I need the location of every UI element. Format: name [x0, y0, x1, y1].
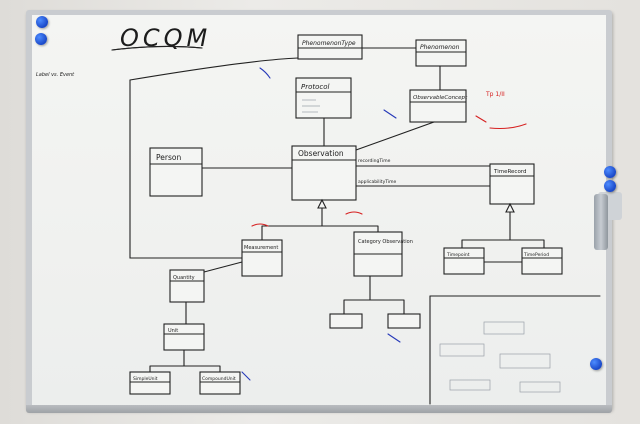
magnet-right-2 — [604, 180, 616, 192]
svg-text:Unit: Unit — [168, 328, 178, 334]
class-quantity: Quantity — [169, 269, 205, 303]
svg-text:Timepoint: Timepoint — [446, 252, 470, 258]
ghost-diagram — [429, 295, 601, 405]
class-category-observation: Category Observation — [353, 231, 413, 277]
class-phenomenon-type: PhenomenonType — [297, 34, 363, 60]
class-category-sub-1 — [329, 313, 363, 329]
class-protocol: Protocol — [295, 77, 352, 119]
whiteboard-eraser — [594, 194, 608, 250]
svg-text:Protocol: Protocol — [301, 83, 330, 91]
class-measurement: Measurement — [241, 239, 283, 277]
class-compound-unit: CompoundUnit — [199, 371, 241, 395]
svg-text:ObservableConcept: ObservableConcept — [413, 95, 468, 101]
left-note: Label vs. Event — [36, 72, 75, 78]
svg-text:SimpleUnit: SimpleUnit — [133, 376, 158, 382]
svg-text:Category Observation: Category Observation — [358, 239, 413, 245]
assoc-applicability-time: applicabilityTime — [358, 179, 396, 185]
class-time-point: Timepoint — [443, 247, 485, 275]
class-phenomenon: Phenomenon — [415, 39, 467, 67]
assoc-recording-time: recordingTime — [358, 158, 391, 164]
svg-text:Observation: Observation — [298, 149, 344, 158]
class-category-sub-2 — [387, 313, 421, 329]
class-time-period: TimePeriod — [521, 247, 563, 275]
class-unit: Unit — [163, 323, 205, 351]
whiteboard-tray — [26, 405, 612, 413]
svg-text:TimePeriod: TimePeriod — [523, 252, 549, 258]
title-underline — [111, 45, 203, 51]
svg-text:CompoundUnit: CompoundUnit — [202, 376, 236, 382]
svg-text:Person: Person — [156, 153, 181, 162]
svg-text:TimeRecord: TimeRecord — [493, 169, 526, 175]
annotation-tp: Tp 1/II — [485, 91, 505, 98]
svg-text:Phenomenon: Phenomenon — [420, 44, 460, 51]
class-observation: Observation — [291, 145, 357, 201]
class-time-record: TimeRecord — [489, 163, 535, 205]
svg-text:PhenomenonType: PhenomenonType — [302, 40, 356, 47]
svg-text:Measurement: Measurement — [244, 245, 278, 251]
magnet-top-left — [36, 16, 48, 28]
magnet-bottom-right — [590, 358, 602, 370]
magnet-right-1 — [604, 166, 616, 178]
class-simple-unit: SimpleUnit — [129, 371, 171, 395]
class-person: Person — [149, 147, 203, 197]
svg-text:Quantity: Quantity — [173, 275, 195, 281]
magnet-top-left-2 — [35, 33, 47, 45]
class-observable-concept: ObservableConcept — [409, 89, 468, 123]
